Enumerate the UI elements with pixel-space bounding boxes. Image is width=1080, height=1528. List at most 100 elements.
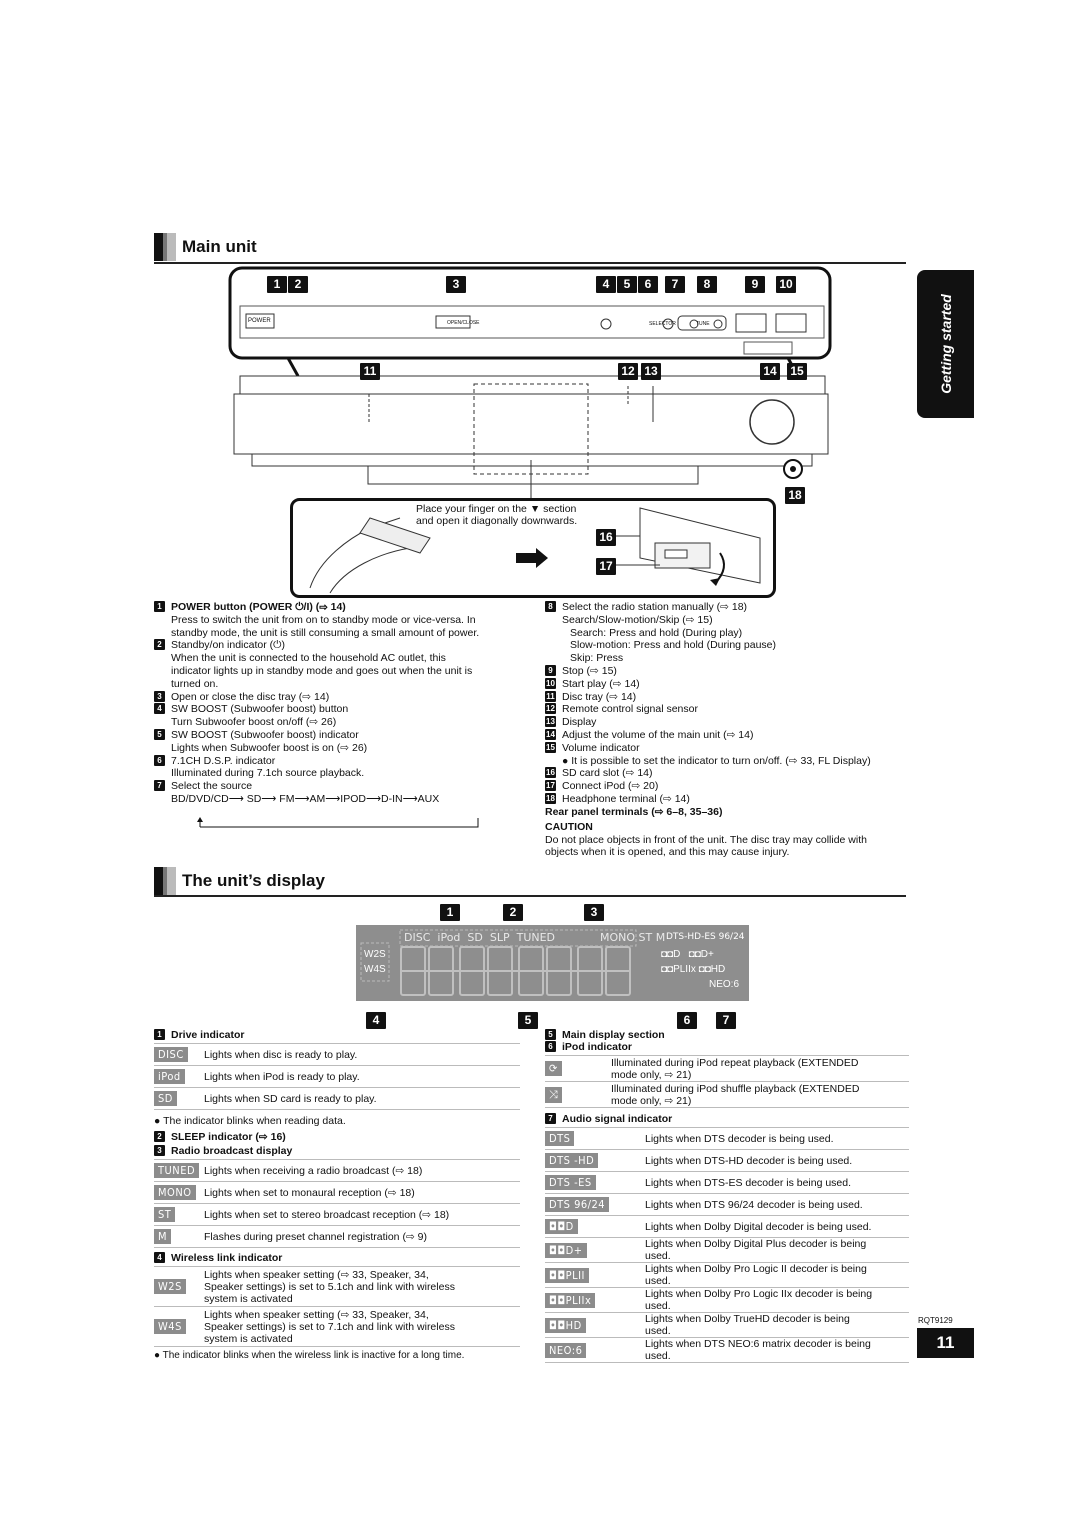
indicator-icon-cell: ◘◘PLIIx <box>545 1290 645 1311</box>
callout-15: 15 <box>787 362 807 380</box>
indicator-text: Flashes during preset channel registrati… <box>204 1230 427 1243</box>
indicator-icon: M <box>154 1229 172 1244</box>
heading-rule <box>154 895 906 897</box>
description-item: 6 7.1CH D.S.P. indicator <box>154 754 534 768</box>
item-text: Disc tray (⇨ 14) <box>562 690 637 703</box>
indicator-row: TUNED Lights when receiving a radio broad… <box>154 1160 520 1182</box>
indicator-icon: iPod <box>154 1069 185 1084</box>
indicator-text: Illuminated during iPod repeat playback … <box>611 1057 858 1081</box>
description-item: indicator lights up in standby mode and … <box>154 665 534 678</box>
indicator-icon: TUNED <box>154 1163 200 1178</box>
indicator-text: Lights when set to stereo broadcast rece… <box>204 1208 450 1221</box>
indicator-text-line: Speaker settings) is set to 5.1ch and li… <box>204 1280 455 1293</box>
item-text: 7.1CH D.S.P. indicator <box>171 754 276 767</box>
item-text: Standby/on indicator (⏻) <box>171 639 285 652</box>
item-number: 9 <box>545 664 556 676</box>
indicator-text: Lights when Dolby Digital Plus decoder i… <box>645 1238 866 1262</box>
item-text: Rear panel terminals (⇨ 6–8, 35–36) <box>545 805 723 818</box>
indicator-text-line: mode only, ⇨ 21) <box>611 1068 692 1081</box>
indicator-text: Lights when DTS decoder is being used. <box>645 1133 834 1145</box>
indicator-text-line: Lights when DTS decoder is being used. <box>645 1132 834 1145</box>
indicator-icon-cell: ◘◘PLII <box>545 1265 645 1286</box>
indicator-icon: ◘◘PLII <box>545 1267 589 1283</box>
indicator-text-line: used. <box>645 1275 671 1287</box>
item-text: standby mode, the unit is still consumin… <box>171 626 480 639</box>
item-text: POWER button (POWER ⏻/I) (⇨ 14) <box>171 601 346 613</box>
disp-callout-2: 2 <box>503 903 523 921</box>
indicator-text-line: used. <box>645 1300 671 1312</box>
item-text: Select the radio station manually (⇨ 18) <box>562 601 748 613</box>
indicator-text: Lights when SD card is ready to play. <box>204 1092 377 1105</box>
indicator-icon: ⟳ <box>545 1061 562 1076</box>
item-text: Press to switch the unit from on to stan… <box>171 613 476 626</box>
heading-rule <box>154 262 906 264</box>
indicator-icon: DTS <box>545 1131 575 1146</box>
indicator-text: Lights when receiving a radio broadcast … <box>204 1164 423 1177</box>
item-text: Open or close the disc tray (⇨ 14) <box>171 690 330 703</box>
item-text: Turn Subwoofer boost on/off (⇨ 26) <box>171 716 337 729</box>
indicator-icon-cell: W2S <box>154 1276 204 1297</box>
lcd-dts: DTS-HD-ES 96/24 <box>666 932 745 942</box>
indicator-text: Lights when speaker setting (⇨ 33, Speak… <box>204 1269 455 1305</box>
indicator-row: DTS Lights when DTS decoder is being used… <box>545 1128 909 1150</box>
callout-18: 18 <box>785 486 805 504</box>
item-number: 3 <box>154 690 165 702</box>
indicator-icon-cell: DTS -HD <box>545 1150 645 1171</box>
item-number: 2 <box>154 639 165 651</box>
callout-8: 8 <box>697 275 717 293</box>
description-item: 18 Headphone terminal (⇨ 14) <box>545 792 915 806</box>
item-number: 18 <box>545 792 556 804</box>
indicator-text: Lights when DTS-ES decoder is being used… <box>645 1177 851 1189</box>
description-item: BD/DVD/CD⟶ SD⟶ FM⟶AM⟶IPOD⟶D-IN⟶AUX <box>154 793 534 806</box>
item-number: 16 <box>545 767 556 779</box>
caution-block: CAUTION Do not place objects in front of… <box>545 821 867 859</box>
item-text: Stop (⇨ 15) <box>562 664 617 677</box>
indicator-icon-cell: DISC <box>154 1044 204 1065</box>
indicator-row: W2S Lights when speaker setting (⇨ 33, Sp… <box>154 1267 520 1307</box>
indicator-text-line: Lights when DTS NEO:6 matrix decoder is … <box>645 1338 871 1350</box>
open-close-label: OPEN/CLOSE <box>447 320 480 326</box>
item-text: ● It is possible to set the indicator to… <box>562 754 871 767</box>
indicator-icon: DISC <box>154 1047 188 1062</box>
indicator-text-line: system is activated <box>204 1332 293 1345</box>
item-text: Headphone terminal (⇨ 14) <box>562 792 690 805</box>
tray-note: Place your finger on the ▼ section and o… <box>416 503 578 527</box>
model-code: RQT9129 <box>918 1316 953 1325</box>
disp-callout-3: 3 <box>584 903 604 921</box>
item-text: Connect iPod (⇨ 20) <box>562 780 659 793</box>
item-text: Search: Press and hold (During play) <box>570 626 743 639</box>
indicator-icon: DTS 96/24 <box>545 1197 610 1212</box>
callout-3: 3 <box>446 275 466 293</box>
item-number: 14 <box>545 728 556 740</box>
selector-label: SELECTOR <box>649 321 676 327</box>
indicator-icon-cell: DTS <box>545 1128 645 1149</box>
main-unit-illustration <box>228 266 832 504</box>
indicator-text-line: Lights when DTS 96/24 decoder is being u… <box>645 1198 863 1211</box>
description-item: When the unit is connected to the househ… <box>154 652 534 665</box>
indicator-icon-cell: NEO:6 <box>545 1340 645 1361</box>
indicator-text: Lights when DTS NEO:6 matrix decoder is … <box>645 1338 871 1362</box>
item-number: 1 <box>154 601 165 612</box>
caution-line-2: objects when it is opened, and this may … <box>545 846 790 858</box>
description-item: Rear panel terminals (⇨ 6–8, 35–36) <box>545 806 915 819</box>
indicator-icon: W2S <box>154 1279 186 1294</box>
item-text: Illuminated during 7.1ch source playback… <box>171 767 365 780</box>
disp-callout-4: 4 <box>366 1011 386 1029</box>
indicator-text-line: system is activated <box>204 1292 293 1305</box>
indicator-icon: W4S <box>154 1319 186 1334</box>
drive-note: ● The indicator blinks when reading data… <box>154 1115 346 1127</box>
indicator-text: Lights when Dolby Pro Logic II decoder i… <box>645 1263 867 1287</box>
item-number: 6 <box>154 754 165 766</box>
description-item: Search: Press and hold (During play) <box>545 627 915 640</box>
indicator-text-line: used. <box>645 1350 671 1362</box>
item-text: SD card slot (⇨ 14) <box>562 767 653 780</box>
